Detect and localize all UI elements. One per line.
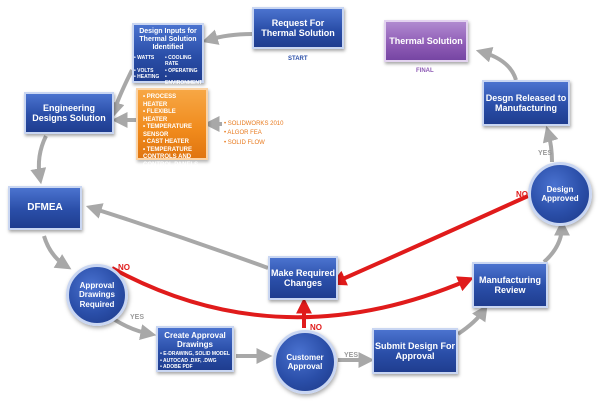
design-input-item: • OPERATING xyxy=(165,67,198,74)
software-item: • SOLIDWORKS 2010 xyxy=(224,121,284,127)
design-input-item: • HEATING xyxy=(134,73,160,80)
software-item: • SOLID FLOW xyxy=(224,139,265,146)
no-label: NO xyxy=(118,263,130,272)
submit-design-box[interactable]: Submit Design For Approval xyxy=(372,328,458,374)
arrow-no-approval-to-mfg xyxy=(111,266,474,320)
design-inputs-title: Design Inputs for Thermal Solution Ident… xyxy=(139,28,197,52)
submit-design-label: Submit Design For Approval xyxy=(374,340,455,361)
make-changes-label: Make Required Changes xyxy=(270,267,336,288)
design-input-item: • COOLING RATE xyxy=(165,55,192,68)
released-box[interactable]: Desgn Released to Manufacturing xyxy=(482,80,570,126)
dfmea-label: DFMEA xyxy=(27,202,63,214)
no-label: NO xyxy=(516,190,528,199)
yes-label: YES xyxy=(130,314,145,321)
arrow-request-to-inputs xyxy=(201,29,253,45)
thermal-solution-box[interactable]: Thermal Solution xyxy=(384,20,468,62)
arrow-released-to-thermal xyxy=(475,46,518,81)
design-input-item: • ENVIRONMENT xyxy=(165,73,202,87)
dfmea-box[interactable]: DFMEA xyxy=(8,186,82,230)
create-drawings-box[interactable]: Create Approval Drawings • E-DRAWING, SO… xyxy=(156,326,234,372)
customer-approval-circle[interactable]: Customer Approval xyxy=(273,330,337,394)
software-list: • SOLIDWORKS 2010 • ALGOR FEA • SOLID FL… xyxy=(224,120,283,148)
drawing-format-item: • AUTOCAD .DXF, .DWG xyxy=(160,357,217,364)
final-label: FINAL xyxy=(416,68,434,74)
start-label: START xyxy=(288,56,308,62)
arrow-submit-to-mfg xyxy=(456,304,488,336)
arrow-inputs-to-engineering xyxy=(108,69,134,119)
mfg-review-box[interactable]: Manufacturing Review xyxy=(472,262,548,308)
heater-item: • PROCESS HEATER xyxy=(143,94,177,108)
heater-item: • TEMPERATURE SENSOR xyxy=(143,124,192,138)
no-label: NO xyxy=(310,323,322,332)
arrow-approved-to-released xyxy=(542,125,559,163)
design-input-item: • VOLTS xyxy=(134,67,154,74)
approval-required-label: Approval Drawings Required xyxy=(78,281,115,309)
drawing-format-item: • ADOBE PDF xyxy=(160,363,193,370)
arrow-no-approved-to-changes xyxy=(330,194,529,286)
mfg-review-label: Manufacturing Review xyxy=(479,274,541,295)
design-approved-label: Design Approved xyxy=(541,184,579,203)
create-drawings-label: Create Approval Drawings xyxy=(164,331,226,350)
drawing-format-item: • E-DRAWING, SOLID MODEL xyxy=(160,351,230,358)
released-label: Desgn Released to Manufacturing xyxy=(485,92,567,113)
arrow-engineering-to-dfmea xyxy=(30,135,48,185)
heater-item: • CAST HEATER xyxy=(143,139,189,145)
thermal-solution-label: Thermal Solution xyxy=(389,35,463,46)
design-inputs-box[interactable]: Design Inputs for Thermal Solution Ident… xyxy=(132,23,204,86)
request-box[interactable]: Request For Thermal Solution xyxy=(252,7,344,49)
arrow-dfmea-to-approval xyxy=(42,235,72,270)
yes-label: YES xyxy=(538,150,553,157)
design-input-item: • WATTS xyxy=(134,55,155,62)
design-inputs-list: • WATTS • COOLING RATE • VOLTS • OPERATI… xyxy=(134,55,202,86)
arrow-mfg-to-approved xyxy=(542,219,570,264)
yes-label: YES xyxy=(344,352,359,359)
request-label: Request For Thermal Solution xyxy=(261,17,335,38)
heater-types-box[interactable]: • PROCESS HEATER • FLEXIBLE HEATER • TEM… xyxy=(136,88,208,168)
design-approved-circle[interactable]: Design Approved xyxy=(528,162,592,226)
create-drawings-list: • E-DRAWING, SOLID MODEL • AUTOCAD .DXF,… xyxy=(160,351,230,370)
arrow-changes-to-dfmea xyxy=(85,203,269,270)
engineering-label: Engineering Designs Solution xyxy=(32,102,106,123)
customer-approval-label: Customer Approval xyxy=(286,352,324,371)
heater-item: • TEMPERATURE CONTROLS AND CONTROL PANEL… xyxy=(143,146,199,168)
heater-item: • FLEXIBLE HEATER xyxy=(143,109,176,123)
engineering-box[interactable]: Engineering Designs Solution xyxy=(24,92,114,134)
make-changes-box[interactable]: Make Required Changes xyxy=(268,256,338,300)
software-item: • ALGOR FEA xyxy=(224,130,262,137)
approval-required-circle[interactable]: Approval Drawings Required xyxy=(66,264,128,326)
